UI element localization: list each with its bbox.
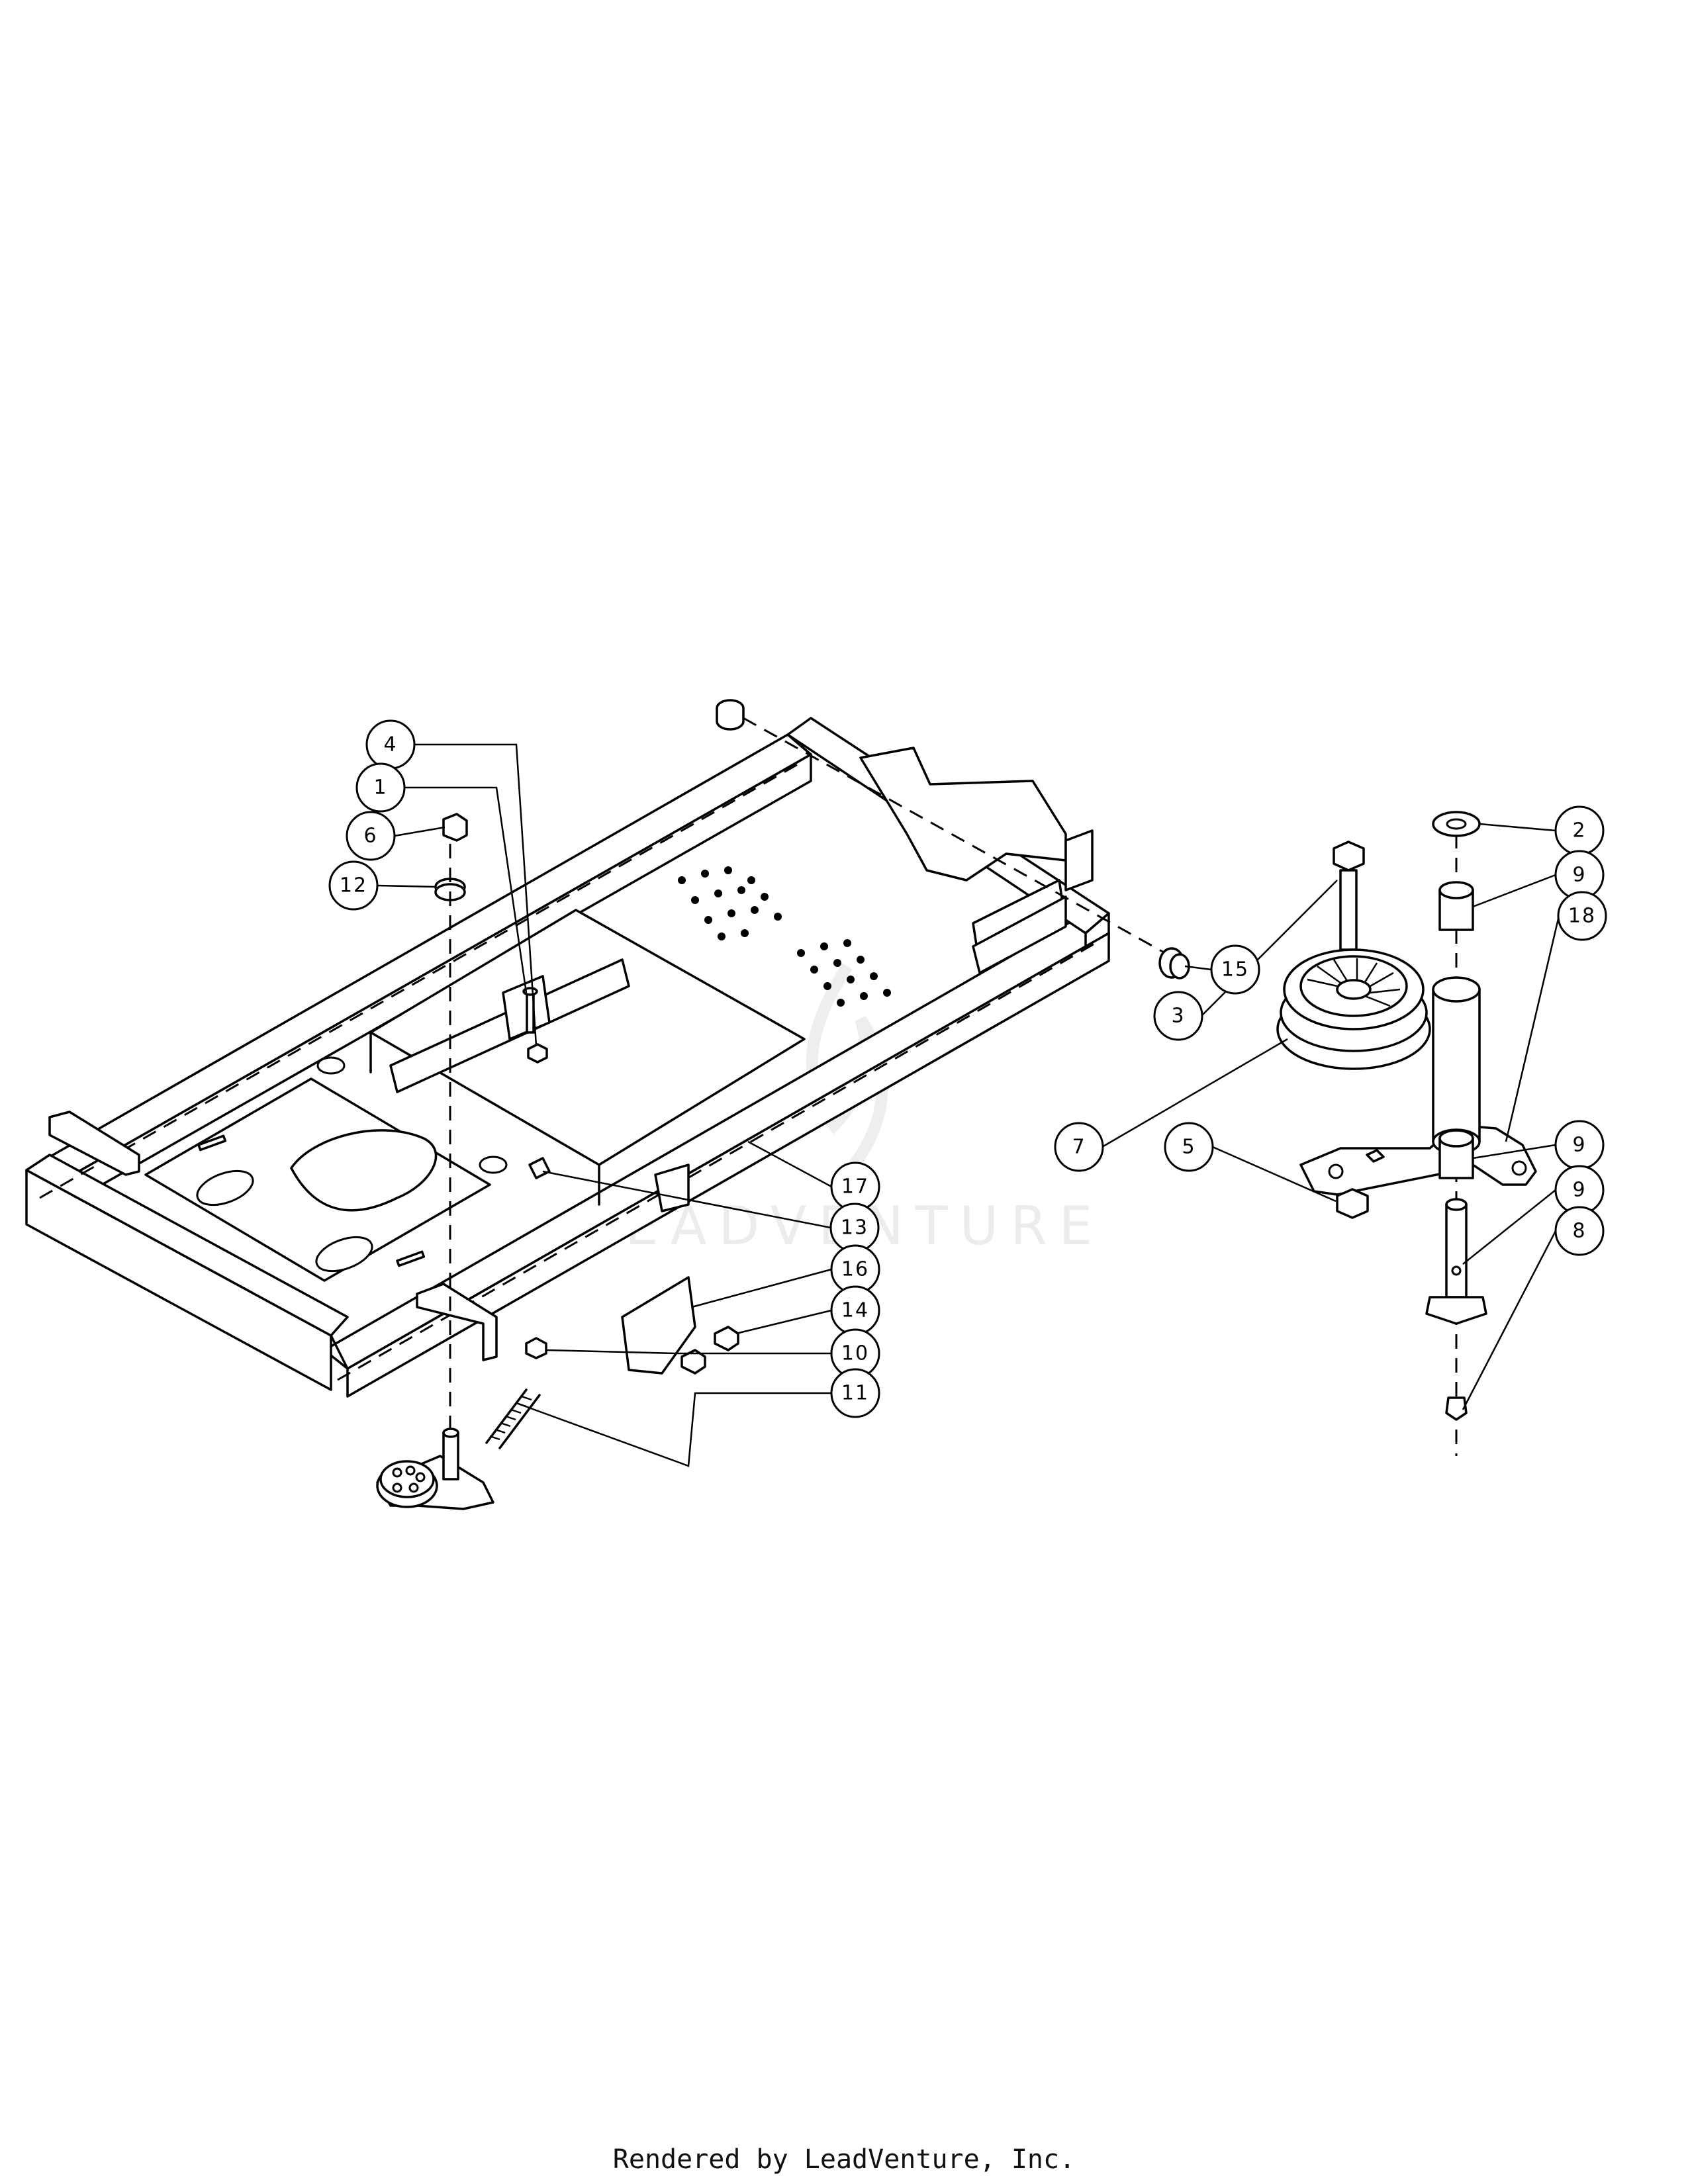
- callout-13-label: 13: [841, 1216, 868, 1240]
- callout-17-label: 17: [841, 1175, 869, 1199]
- callout-18-label: 18: [1568, 905, 1596, 928]
- callout-1-label: 1: [373, 776, 387, 799]
- bushings: [716, 699, 1190, 979]
- callout-6-label: 6: [363, 825, 377, 848]
- footer-credit: Rendered by LeadVenture, Inc.: [612, 2144, 1076, 2175]
- callout-11: 11: [830, 1368, 880, 1418]
- callout-14: 14: [830, 1285, 880, 1336]
- callout-2: 2: [1554, 805, 1605, 856]
- left-hardware: [434, 813, 551, 1456]
- callout-14-label: 14: [841, 1299, 869, 1322]
- perforations-rear: [678, 866, 891, 1007]
- callout-12: 12: [328, 860, 379, 911]
- callout-11-label: 11: [841, 1382, 869, 1405]
- pulley-assembly: [1276, 811, 1537, 1456]
- callout-4-label: 4: [383, 733, 397, 756]
- callout-5-label: 5: [1182, 1136, 1196, 1159]
- callout-3-label: 3: [1171, 1005, 1185, 1028]
- callout-9-middle-label: 9: [1572, 1134, 1586, 1157]
- idler-arm-assembly: [376, 1326, 739, 1510]
- callout-6: 6: [346, 811, 396, 861]
- callout-8-label: 8: [1572, 1220, 1586, 1243]
- callout-2-label: 2: [1572, 819, 1586, 842]
- callout-7-label: 7: [1072, 1136, 1086, 1159]
- callout-15: 15: [1210, 944, 1260, 995]
- callout-9-lower-label: 9: [1572, 1179, 1586, 1202]
- callout-9-upper-label: 9: [1572, 864, 1586, 887]
- callout-5: 5: [1164, 1122, 1214, 1172]
- callout-10: 10: [830, 1328, 880, 1379]
- callout-10-label: 10: [841, 1342, 869, 1365]
- callout-8: 8: [1554, 1206, 1605, 1256]
- spring: [485, 1388, 541, 1449]
- callout-9-middle: 9: [1554, 1120, 1605, 1170]
- callout-12-label: 12: [340, 874, 367, 897]
- callout-16: 16: [830, 1244, 880, 1295]
- leader-lines: [377, 743, 1560, 1467]
- callout-15-label: 15: [1221, 958, 1249, 981]
- callout-3: 3: [1153, 991, 1203, 1041]
- main-frame: [25, 717, 1110, 1398]
- callout-18: 18: [1557, 891, 1607, 941]
- callout-4: 4: [365, 719, 416, 770]
- callout-9-upper: 9: [1554, 850, 1605, 900]
- callout-7: 7: [1054, 1122, 1104, 1172]
- callout-13: 13: [829, 1203, 880, 1253]
- callout-16-label: 16: [841, 1258, 869, 1281]
- callout-1: 1: [355, 762, 406, 813]
